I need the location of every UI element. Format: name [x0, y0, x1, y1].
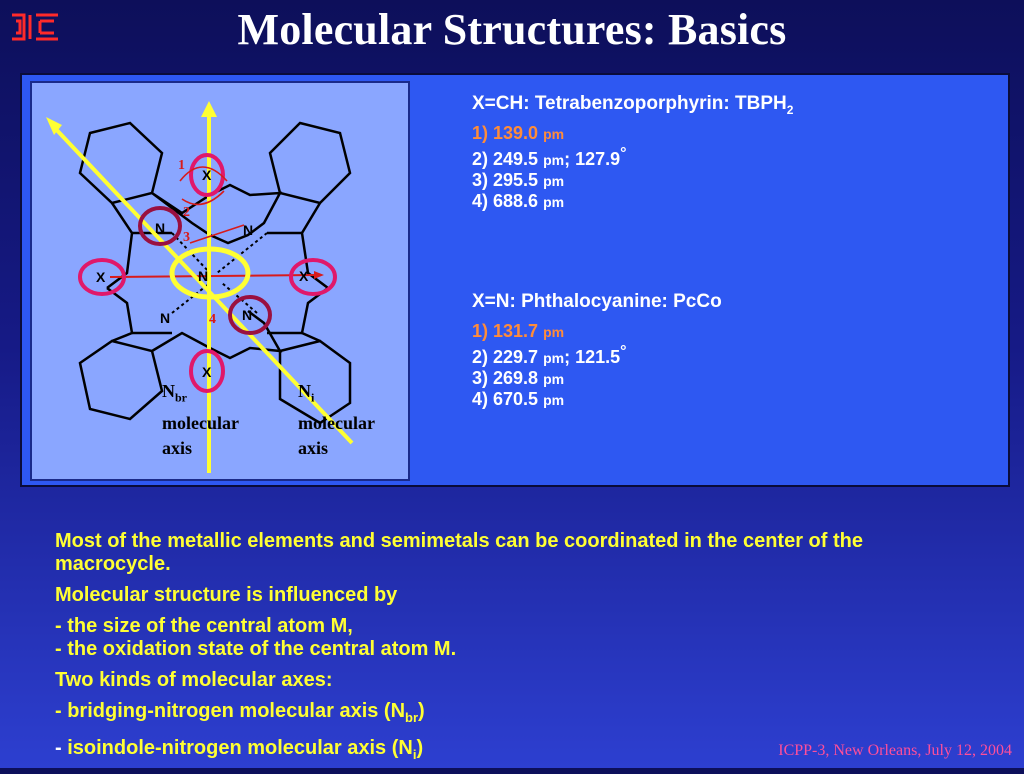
ni-axis-label: Ni molecular axis [298, 381, 375, 458]
pcco-heading: X=N: Phthalocyanine: PcCo [472, 291, 722, 312]
tbph2-row-1: 1) 139.0 pm [472, 122, 565, 143]
pcco-row-2: 2) 229.7 pm; 121.5° [472, 343, 627, 367]
x-circle-right [289, 258, 337, 296]
pcco-row-3: 3) 269.8 pm [472, 368, 565, 388]
pcco-info: X=N: Phthalocyanine: PcCo 1) 131.7 pm 2)… [472, 289, 722, 410]
atom-x-top: X [202, 167, 212, 183]
tbph2-info: X=CH: Tetrabenzoporphyrin: TBPH2 1) 139.… [472, 91, 793, 212]
nbr-axis-label: Nbr molecular axis [162, 381, 239, 458]
body-line-1: Most of the metallic elements and semime… [55, 530, 863, 575]
footer-conference: ICPP-3, New Orleans, July 12, 2004 [778, 742, 1012, 759]
content-panel: X X X X N N N N N 1 2 3 4 Nbr molecular … [20, 73, 1010, 487]
atom-n-lower-left: N [160, 310, 170, 326]
atom-n-center: N [198, 268, 208, 284]
tbph2-heading: X=CH: Tetrabenzoporphyrin: TBPH2 [472, 93, 794, 117]
body-line-4: Two kinds of molecular axes: [55, 669, 333, 691]
x-circle-top [189, 153, 225, 197]
distance-label-2: 2 [183, 205, 190, 220]
body-line-6: - isoindole-nitrogen molecular axis (Ni) [55, 737, 424, 762]
central-atom-circle [169, 246, 251, 300]
body-line-3: - the size of the central atom M, - the … [55, 615, 457, 660]
atom-x-left: X [96, 269, 106, 285]
institution-logo [12, 13, 58, 41]
atom-n-right: N [243, 222, 253, 238]
atom-n-lower-right: N [242, 307, 252, 323]
tbph2-row-4: 4) 688.6 pm [472, 190, 565, 211]
tbph2-row-3: 3) 295.5 pm [472, 169, 565, 190]
atom-x-right: X [299, 268, 309, 284]
distance-label-4: 4 [209, 312, 216, 327]
distance-label-1: 1 [178, 158, 185, 173]
body-line-2: Molecular structure is influenced by [55, 584, 398, 606]
molecule-svg: X X X X N N N N N 1 2 3 4 [46, 101, 354, 473]
slide-title: Molecular Structures: Basics [237, 5, 787, 54]
molecular-structure-diagram: X X X X N N N N N 1 2 3 4 Nbr molecular … [30, 81, 410, 481]
benzo-ring-top-left [78, 121, 164, 205]
benzo-ring-top-right [268, 121, 352, 205]
tbph2-row-2: 2) 249.5 pm; 127.9° [472, 144, 627, 169]
atom-x-bottom: X [202, 364, 212, 380]
x-circle-bottom [189, 349, 225, 393]
pcco-row-4: 4) 670.5 pm [472, 389, 565, 409]
atom-n-left: N [155, 220, 165, 236]
pcco-row-1: 1) 131.7 pm [472, 321, 565, 341]
benzo-ring-bottom-left [78, 339, 164, 421]
body-line-5: - bridging-nitrogen molecular axis (Nbr) [55, 700, 425, 725]
x-circle-left [78, 258, 126, 296]
distance-label-3: 3 [183, 230, 190, 245]
body-text: Most of the metallic elements and semime… [55, 530, 975, 774]
